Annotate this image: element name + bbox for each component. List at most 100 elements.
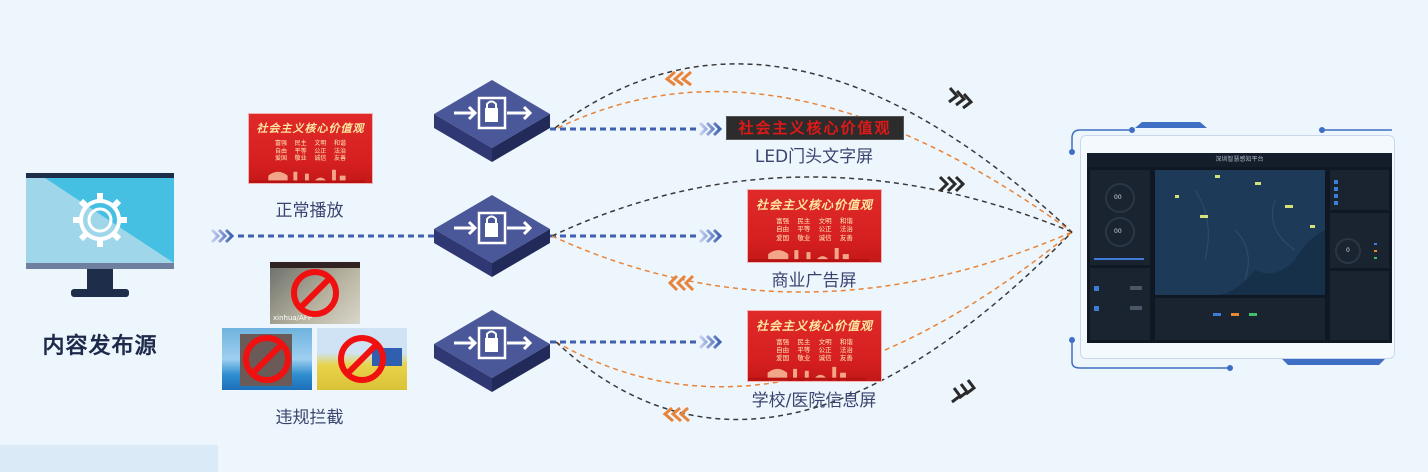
blocked-label: 违规拦截 <box>275 408 344 428</box>
poster-value: 富强 <box>776 337 790 346</box>
circuit-dot-icon <box>1069 127 1325 371</box>
poster-value: 富强 <box>274 140 287 148</box>
poster-value: 爱国 <box>776 353 790 362</box>
poster-value: 平等 <box>797 345 811 354</box>
poster-value: 友善 <box>839 353 853 362</box>
poster-value: 和谐 <box>839 337 853 346</box>
blocked-image-1: xinhua/AFP <box>270 262 360 324</box>
content-source-label: 内容发布源 <box>42 334 158 359</box>
blocked-image-3 <box>317 328 407 390</box>
poster-value: 和谐 <box>334 140 347 148</box>
poster-value: 爱国 <box>776 233 790 242</box>
poster-value: 文明 <box>818 217 832 226</box>
poster-value: 文明 <box>818 337 832 346</box>
poster-title: 社会主义核心价值观 <box>755 318 873 333</box>
poster-value: 诚信 <box>818 353 832 362</box>
poster-value: 诚信 <box>818 233 832 242</box>
dashboard-title: 深圳智慧感知平台 <box>1087 153 1392 167</box>
chevron-right-icon <box>698 334 723 350</box>
dashboard-left-panel: 00 00 <box>1090 170 1150 265</box>
legend-swatch-green <box>1249 313 1257 316</box>
content-source-monitor <box>25 172 175 300</box>
poster-value: 法治 <box>839 225 853 234</box>
poster-value: 爱国 <box>274 155 287 163</box>
legend-swatch-orange <box>1231 313 1239 316</box>
poster-value: 文明 <box>314 140 327 148</box>
skyline-icon <box>748 367 866 381</box>
poster-value: 公正 <box>818 225 832 234</box>
monitoring-dashboard: 深圳智慧感知平台 00 00 0 <box>1087 153 1392 343</box>
dashboard-alert-panel <box>1330 271 1389 340</box>
security-gateway-1 <box>432 78 552 168</box>
frame-tab-top <box>1135 122 1207 128</box>
gauge-value: 0 <box>1346 247 1350 254</box>
lock-gateway-icon <box>434 310 550 392</box>
gauge-icon <box>1094 183 1144 260</box>
poster-value: 民主 <box>294 140 307 148</box>
led-screen-label: LED门头文字屏 <box>754 147 874 167</box>
poster-value: 民主 <box>797 337 811 346</box>
gauge-value: 00 <box>1114 194 1122 201</box>
poster-value: 法治 <box>839 345 853 354</box>
poster-values: 富强民主文明和谐 自由平等公正法治 爱国敬业诚信友善 <box>271 140 350 163</box>
lock-gateway-icon <box>434 80 550 162</box>
poster-values: 富强民主文明和谐 自由平等公正法治 爱国敬业诚信友善 <box>772 217 857 241</box>
dashboard-bottom-chart <box>1155 298 1325 340</box>
poster-value: 法治 <box>334 147 347 155</box>
prohibited-icon <box>338 335 386 383</box>
ad-screen-poster: 社会主义核心价值观 富强民主文明和谐 自由平等公正法治 爱国敬业诚信友善 <box>747 189 882 263</box>
poster-title: 社会主义核心价值观 <box>755 197 873 212</box>
security-gateway-2 <box>432 193 552 283</box>
poster-value: 友善 <box>334 155 347 163</box>
gauge-value: 00 <box>1114 228 1122 235</box>
info-screen-poster: 社会主义核心价值观 富强民主文明和谐 自由平等公正法治 爱国敬业诚信友善 <box>747 310 882 382</box>
poster-value: 民主 <box>797 217 811 226</box>
lock-gateway-icon <box>434 195 550 277</box>
dashboard-map <box>1155 170 1325 295</box>
chevron-right-icon <box>698 228 723 244</box>
poster-value: 友善 <box>839 233 853 242</box>
ad-screen-label: 商业广告屏 <box>771 271 857 291</box>
poster-value: 敬业 <box>294 155 307 163</box>
poster-values: 富强民主文明和谐 自由平等公正法治 爱国敬业诚信友善 <box>772 338 857 362</box>
poster-value: 自由 <box>274 147 287 155</box>
dashboard-device-list <box>1090 268 1150 340</box>
poster-value: 平等 <box>797 225 811 234</box>
poster-value: 公正 <box>314 147 327 155</box>
blocked-image-2 <box>222 328 312 390</box>
map-graphic <box>1155 170 1325 295</box>
return-arc-1 <box>557 90 1073 233</box>
monitor-gear-icon <box>26 173 174 297</box>
security-gateway-3 <box>432 308 552 398</box>
poster-value: 自由 <box>776 345 790 354</box>
uplink-arc-1 <box>554 63 1073 233</box>
image-watermark: xinhua/AFP <box>273 314 313 322</box>
led-screen: 社会主义核心价值观 <box>726 116 904 140</box>
gauge-icon <box>1335 238 1377 264</box>
dashboard-gauge-panel: 0 <box>1330 213 1389 268</box>
chevron-right-icon <box>698 121 723 137</box>
poster-value: 富强 <box>776 217 790 226</box>
poster-value: 敬业 <box>797 353 811 362</box>
info-screen-label: 学校/医院信息屏 <box>751 391 877 411</box>
bottom-band <box>0 445 218 472</box>
poster-value: 和谐 <box>839 217 853 226</box>
poster-value: 自由 <box>776 225 790 234</box>
poster-value: 诚信 <box>314 155 327 163</box>
normal-label: 正常播放 <box>275 201 344 221</box>
return-arc-2 <box>551 231 1073 293</box>
skyline-icon <box>249 169 365 183</box>
poster-title: 社会主义核心价值观 <box>256 121 365 135</box>
normal-poster: 社会主义核心价值观 富强民主文明和谐 自由平等公正法治 爱国敬业诚信友善 <box>248 113 373 184</box>
frame-tab-bottom <box>1282 359 1385 365</box>
uplink-arc-2 <box>551 176 1073 237</box>
source-flow-chevron-icon <box>210 228 235 244</box>
prohibited-icon <box>291 269 339 317</box>
skyline-icon <box>748 247 869 262</box>
dashboard-circuit-decor <box>1071 129 1392 369</box>
return-chevron-icon <box>662 70 695 423</box>
poster-value: 敬业 <box>797 233 811 242</box>
poster-value: 平等 <box>294 147 307 155</box>
prohibited-icon <box>243 335 291 383</box>
